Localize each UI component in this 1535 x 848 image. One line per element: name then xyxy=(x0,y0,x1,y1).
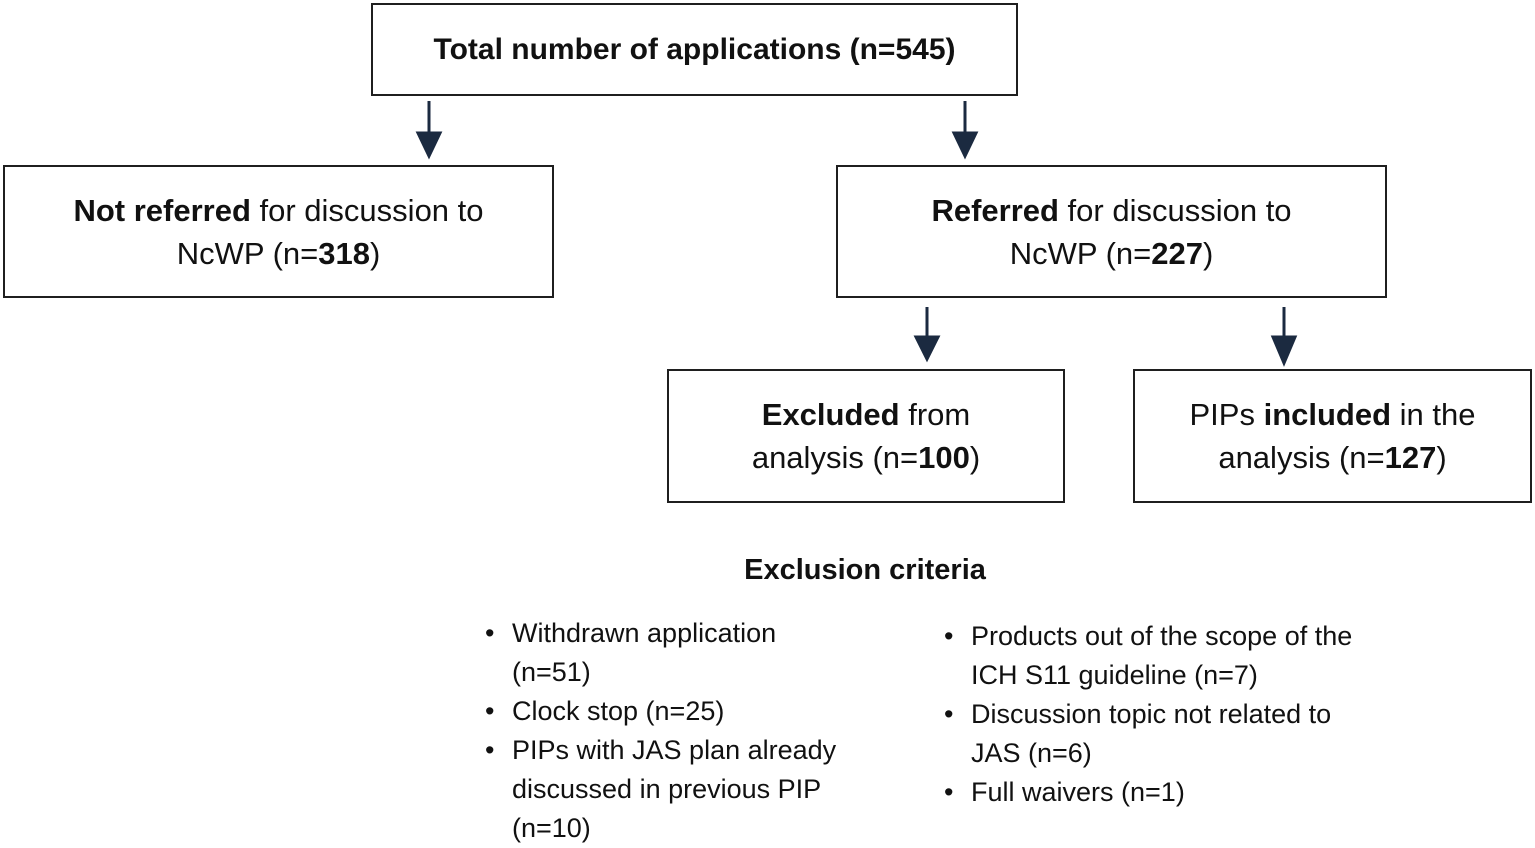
referred-bold: Referred xyxy=(931,192,1059,228)
criterion-line: Withdrawn application xyxy=(512,618,777,648)
criterion-line: Clock stop (n=25) xyxy=(512,696,725,726)
criterion-line: Discussion topic not related to xyxy=(971,699,1332,729)
list-item: Withdrawn application (n=51) xyxy=(482,614,922,692)
referred-box: Referred for discussion to NcWP (n=227) xyxy=(836,165,1387,298)
excluded-rest: from xyxy=(899,397,971,432)
referred-post: ) xyxy=(1202,235,1214,271)
included-bold: included xyxy=(1263,397,1392,432)
included-count: 127 xyxy=(1384,440,1437,475)
not-referred-rest: for discussion to xyxy=(250,192,484,228)
total-applications-label: Total number of applications (n=545) xyxy=(433,33,956,66)
referred-line2: NcWP (n=227) xyxy=(1010,232,1214,275)
not-referred-pre: NcWP (n= xyxy=(176,235,319,271)
list-item: PIPs with JAS plan already discussed in … xyxy=(482,731,922,848)
included-box: PIPs included in the analysis (n=127) xyxy=(1133,369,1532,503)
referred-count: 227 xyxy=(1151,235,1203,271)
not-referred-line2: NcWP (n=318) xyxy=(177,232,381,275)
list-item: Full waivers (n=1) xyxy=(941,773,1501,812)
not-referred-line1: Not referred for discussion to xyxy=(73,189,483,232)
excluded-line1: Excluded from xyxy=(762,393,970,436)
excluded-line2: analysis (n=100) xyxy=(752,436,980,479)
included-line2: analysis (n=127) xyxy=(1218,436,1446,479)
not-referred-box: Not referred for discussion to NcWP (n=3… xyxy=(3,165,554,298)
excluded-box: Excluded from analysis (n=100) xyxy=(667,369,1065,503)
excluded-post: ) xyxy=(969,440,981,475)
referred-line1: Referred for discussion to xyxy=(931,189,1291,232)
exclusion-criteria-right-list: Products out of the scope of the ICH S11… xyxy=(941,617,1501,812)
criterion-line: Full waivers (n=1) xyxy=(971,777,1185,807)
included-rest: in the xyxy=(1391,397,1476,432)
list-item: Discussion topic not related to JAS (n=6… xyxy=(941,695,1501,773)
included-pre2: analysis (n= xyxy=(1218,440,1385,475)
excluded-bold: Excluded xyxy=(761,397,900,432)
criterion-line: (n=10) xyxy=(512,813,591,843)
criterion-line: Products out of the scope of the xyxy=(971,621,1353,651)
included-pre1: PIPs xyxy=(1189,397,1264,432)
excluded-pre: analysis (n= xyxy=(751,440,919,475)
list-item: Products out of the scope of the ICH S11… xyxy=(941,617,1501,695)
criterion-line: JAS (n=6) xyxy=(971,738,1092,768)
not-referred-post: ) xyxy=(369,235,381,271)
included-line1: PIPs included in the xyxy=(1190,393,1476,436)
criterion-line: PIPs with JAS plan already xyxy=(512,735,837,765)
excluded-count: 100 xyxy=(918,440,970,475)
exclusion-criteria-title: Exclusion criteria xyxy=(744,554,986,586)
not-referred-count: 318 xyxy=(318,235,370,271)
referred-pre: NcWP (n= xyxy=(1009,235,1152,271)
exclusion-criteria-left-list: Withdrawn application (n=51) Clock stop … xyxy=(482,614,922,848)
total-applications-box: Total number of applications (n=545) xyxy=(371,3,1018,96)
referred-rest: for discussion to xyxy=(1058,192,1292,228)
list-item: Clock stop (n=25) xyxy=(482,692,922,731)
criterion-line: discussed in previous PIP xyxy=(512,774,822,804)
criterion-line: (n=51) xyxy=(512,657,591,687)
included-post: ) xyxy=(1436,440,1447,475)
not-referred-bold: Not referred xyxy=(73,192,251,228)
criterion-line: ICH S11 guideline (n=7) xyxy=(971,660,1258,690)
